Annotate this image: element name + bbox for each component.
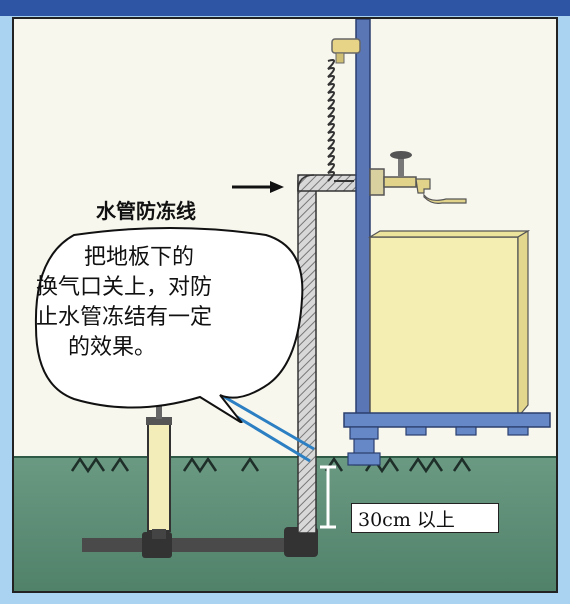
speech-bubble-text: 把地板下的 换气口关上，对防 止水管冻结有一定 的效果。 [36,243,298,363]
depth-marker [320,465,336,529]
speech-bubble [34,227,304,423]
faucet-post [355,19,371,420]
bubble-line: 把地板下的 [84,245,195,270]
underground-pipe [82,527,318,558]
bubble-line: 的效果。 [68,335,157,360]
water-tank [367,229,531,419]
water-pipe-scene [14,19,556,591]
tank-stand [343,412,551,466]
shower-hose [327,38,361,182]
ground-texture-marks [70,456,472,474]
bubble-line: 止水管冻结有一定 [36,305,213,330]
pipe-antifreeze-label: 水管防冻线 [96,199,196,223]
faucet [369,151,467,204]
bubble-line: 换气口关上，对防 [36,275,213,300]
depth-label-box [351,503,499,533]
pipe-label-arrow [232,181,284,193]
drain-valve [146,399,172,539]
frame-top-bar [0,0,570,16]
depth-label: 30cm 以上 [358,509,455,531]
illustration-panel: 把地板下的 换气口关上，对防 止水管冻结有一定 的效果。 水管防冻线 30cm … [12,17,558,593]
